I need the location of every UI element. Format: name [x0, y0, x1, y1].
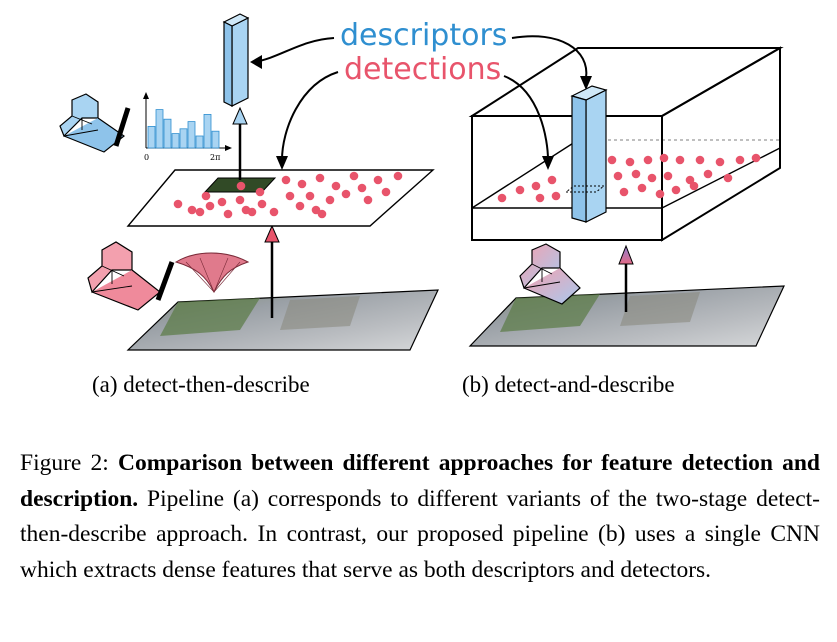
descriptor-vector-a: [222, 13, 250, 107]
detection-point: [173, 199, 183, 209]
detection-point: [531, 181, 541, 191]
input-image-b: [468, 285, 785, 347]
detection-point: [187, 205, 197, 215]
histogram-x-end: 2π: [210, 153, 220, 162]
detection-point: [357, 183, 367, 193]
detection-point: [647, 173, 657, 183]
detection-point: [607, 155, 617, 165]
detection-point: [643, 155, 653, 165]
detection-point: [217, 197, 227, 207]
figure-diagram: 0 2π descriptors detections: [59, 13, 785, 351]
detection-point: [373, 175, 383, 185]
histogram-bar: [171, 133, 180, 149]
arrow-detections-to-b: [503, 75, 549, 161]
slash-a-top: [113, 107, 131, 147]
arrow-detections-to-a: [281, 71, 339, 161]
detection-plane-a: [126, 169, 435, 227]
label-detections: detections: [344, 52, 501, 87]
detection-point: [625, 157, 635, 167]
detection-point: [393, 171, 403, 181]
detection-point: [297, 179, 307, 189]
detection-point: [315, 173, 325, 183]
detection-point: [235, 195, 245, 205]
detection-point: [613, 171, 623, 181]
caption-bold: Comparison between different approaches …: [20, 450, 821, 512]
caption-label: Figure 2:: [20, 450, 109, 476]
histogram-bar: [187, 121, 196, 149]
detection-point: [381, 187, 391, 197]
subcaption-b: (b) detect-and-describe: [462, 372, 675, 397]
detection-point: [317, 209, 327, 219]
detection-point: [547, 175, 557, 185]
detection-point: [631, 169, 641, 179]
figure-caption: Figure 2: Comparison between different a…: [20, 446, 820, 588]
detector-surface-icon: [174, 252, 250, 294]
histogram-bar: [179, 128, 188, 149]
input-image-a: [126, 289, 439, 351]
detection-point: [637, 183, 647, 193]
detection-point: [363, 195, 373, 205]
descriptor-vector-b: [564, 85, 608, 223]
detection-point: [257, 199, 267, 209]
histogram-bar: [147, 126, 156, 149]
detection-point: [295, 201, 305, 211]
detection-point: [659, 153, 669, 163]
histogram-bar: [163, 118, 172, 149]
detections-b: [497, 153, 761, 203]
detection-point: [269, 207, 279, 217]
detection-point: [723, 173, 733, 183]
subcaption-a: (a) detect-then-describe: [92, 372, 310, 397]
detection-point: [689, 181, 699, 191]
detection-point: [205, 201, 215, 211]
detection-point: [663, 171, 673, 181]
detection-point: [325, 195, 335, 205]
histogram-bar: [203, 114, 212, 149]
detection-point: [715, 157, 725, 167]
detection-point: [285, 191, 295, 201]
detection-point: [751, 153, 761, 163]
detection-point: [223, 209, 233, 219]
detection-point: [349, 171, 359, 181]
detector-network-icon-a: [87, 241, 161, 311]
arrow-descriptors-to-b: [511, 35, 588, 79]
arrow-descriptors-to-a: [253, 37, 335, 63]
feature-volume-b: [468, 46, 784, 242]
joint-network-icon-b: [519, 243, 581, 305]
histogram-bar: [211, 130, 220, 149]
label-descriptors: descriptors: [340, 18, 507, 53]
detection-point: [236, 181, 246, 191]
detection-point: [655, 189, 665, 199]
orientation-histogram: [143, 92, 232, 151]
detection-point: [515, 185, 525, 195]
detection-point: [255, 187, 265, 197]
detection-point: [331, 181, 341, 191]
detection-point: [201, 191, 211, 201]
slash-a-bottom: [155, 261, 175, 301]
detection-point: [497, 193, 507, 203]
detection-point: [551, 191, 561, 201]
detection-point: [671, 185, 681, 195]
detection-point: [305, 191, 315, 201]
histogram-bar: [195, 135, 204, 149]
detection-point: [735, 155, 745, 165]
histogram-bar: [155, 109, 164, 149]
detection-point: [535, 193, 545, 203]
detection-point: [195, 207, 205, 217]
detection-point: [281, 175, 291, 185]
detections-a: [173, 171, 403, 219]
detection-point: [341, 189, 351, 199]
descriptor-network-icon-a: [59, 93, 126, 153]
caption-text: Pipeline (a) corresponds to different va…: [20, 485, 821, 583]
detection-point: [247, 207, 257, 217]
detection-point: [703, 169, 713, 179]
histogram-x-start: 0: [144, 153, 149, 162]
detection-point: [619, 187, 629, 197]
detection-point: [695, 155, 705, 165]
detection-point: [675, 155, 685, 165]
